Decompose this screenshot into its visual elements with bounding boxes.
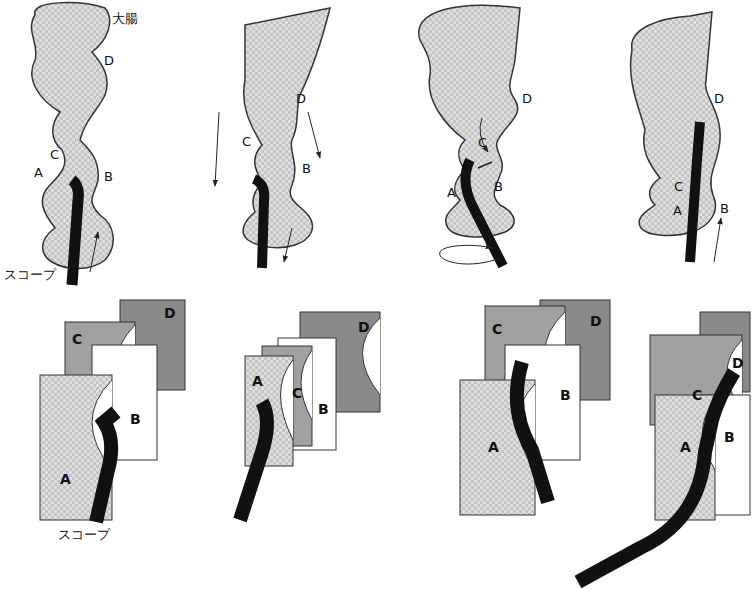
segment-letter: B [560,388,571,402]
segment-letter: D [522,92,532,105]
segment-letter: C [692,388,702,402]
part-label: 大腸 [112,12,138,25]
segment-letter: B [494,180,503,193]
segment-letter: D [296,92,306,105]
segment-letter: A [447,186,456,199]
segment-letter: B [720,202,729,215]
segment-letter: D [164,306,176,320]
segment-letter: D [732,356,744,370]
segment-letter: A [252,374,263,388]
segment-letter: D [358,320,370,334]
part-label: スコープ [4,268,56,281]
segment-letter: B [104,170,113,183]
segment-letter: B [318,402,329,416]
segment-letter: B [302,162,311,175]
segment-letter: C [492,322,502,336]
segment-letter: A [34,166,43,179]
segment-letter: A [673,204,682,217]
colon-panel-2 [215,8,330,268]
sheet-panel-3 [460,300,610,515]
segment-letter: A [60,472,71,486]
segment-letter: B [724,430,735,444]
segment-letter: C [72,332,82,346]
segment-letter: C [242,135,251,148]
colon-panel-3 [419,5,520,266]
segment-letter: D [590,314,602,328]
segment-letter: C [50,148,59,161]
segment-letter: A [680,440,691,454]
segment-letter: A [488,440,499,454]
segment-letter: C [478,136,487,149]
segment-letter: C [292,386,302,400]
colon-panel-4 [631,12,721,262]
segment-letter: B [130,412,141,426]
colon-panel-1 [31,3,113,285]
sheet-panel-1 [40,300,185,522]
segment-letter: C [674,180,683,193]
part-label: スコープ [58,528,110,541]
sheet-panel-4 [578,312,750,582]
segment-letter: D [714,92,724,105]
sheet-panel-2 [240,312,380,520]
segment-letter: D [104,54,114,67]
